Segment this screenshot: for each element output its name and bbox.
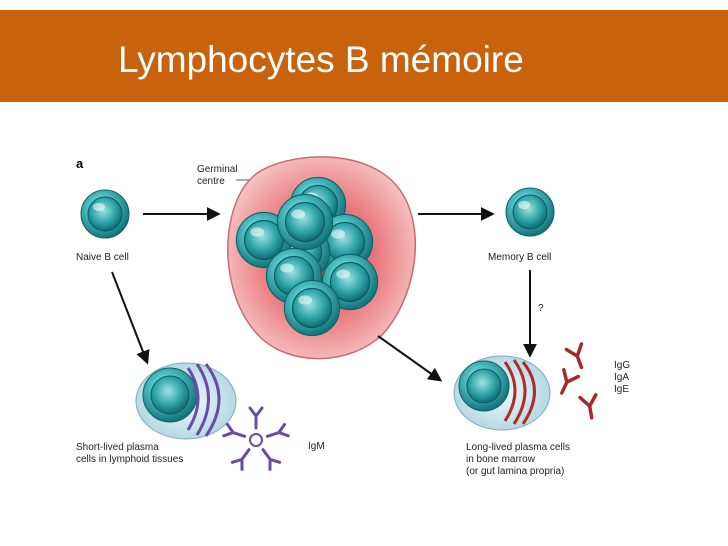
long-lived-label-line1: Long-lived plasma cells [466, 442, 570, 453]
memory-b-cell-icon [505, 187, 555, 237]
isotype-ige: IgE [614, 384, 629, 395]
naive-b-cell-label: Naive B cell [76, 252, 129, 263]
slide-title: Lymphocytes B mémoire [118, 39, 524, 80]
panel-label: a [76, 156, 84, 171]
antibody-icon [552, 342, 602, 421]
long-lived-label-line3: (or gut lamina propria) [466, 466, 564, 477]
short-lived-plasma-cell-icon [135, 362, 237, 440]
germinal-to-long-lived-arrow [377, 335, 443, 382]
igm-pentamer-icon [222, 406, 290, 471]
naive-b-cell-icon [80, 189, 130, 239]
isotype-iga: IgA [614, 372, 629, 383]
igm-label: IgM [308, 441, 325, 452]
short-lived-label-line2: cells in lymphoid tissues [76, 454, 183, 465]
long-lived-label-line2: in bone marrow [466, 454, 536, 465]
memory-b-cell-label: Memory B cell [488, 252, 551, 263]
germinal-label-line2: centre [197, 176, 225, 187]
naive-to-plasma-arrow [111, 271, 150, 365]
short-lived-label-line1: Short-lived plasma [76, 442, 159, 453]
question-mark: ? [538, 303, 544, 314]
germinal-label-line1: Germinal [197, 164, 238, 175]
isotype-igg: IgG [614, 360, 630, 371]
germinal-centre-icon [227, 156, 417, 360]
title-bar [0, 10, 728, 102]
long-lived-plasma-cell-icon [453, 355, 551, 431]
